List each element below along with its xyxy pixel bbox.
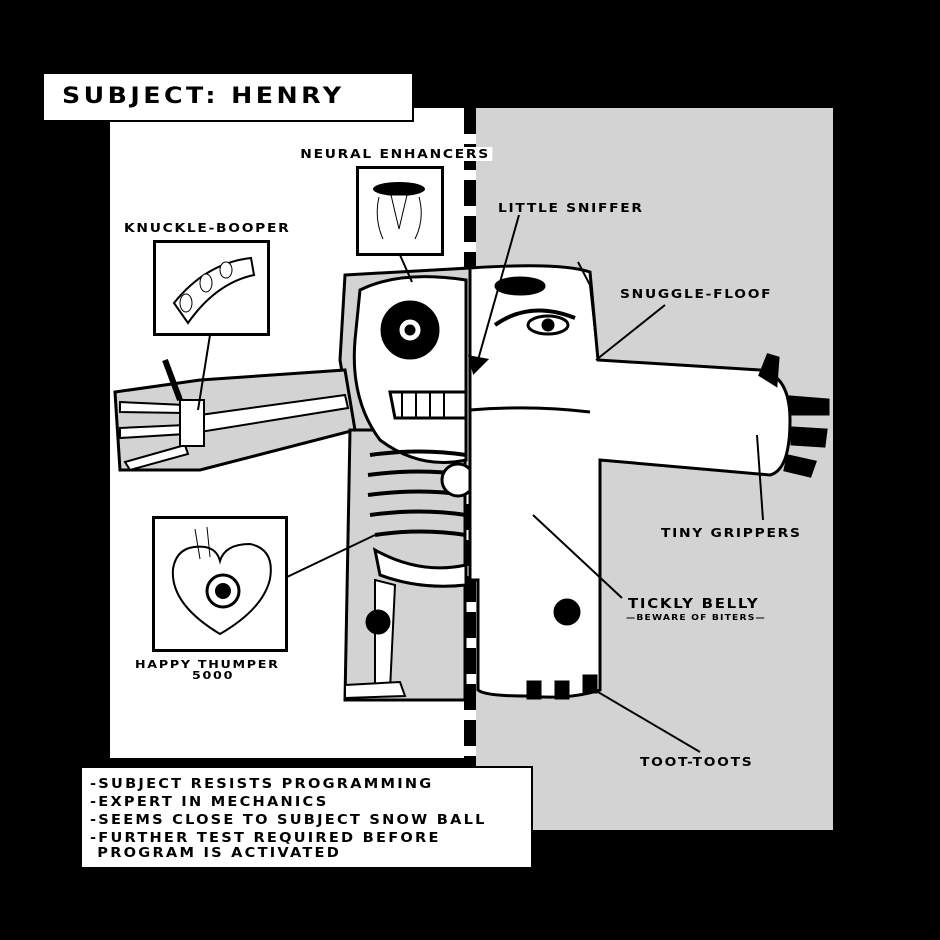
label-snuggle-floof: SNUGGLE-FLOOF bbox=[620, 287, 773, 301]
label-tickly-belly: TICKLY BELLY bbox=[628, 597, 760, 612]
leader-lines bbox=[197, 214, 764, 753]
leader-neural bbox=[399, 254, 413, 283]
leader-grippers bbox=[756, 434, 764, 521]
page-title: SUBJECT: HENRY bbox=[62, 84, 345, 109]
title-box: SUBJECT: HENRY bbox=[42, 72, 414, 122]
skeleton-half bbox=[113, 266, 476, 702]
note-line: -FURTHER TEST REQUIRED BEFORE bbox=[90, 831, 441, 846]
neural-enhancer-icon bbox=[373, 182, 425, 240]
leader-floof bbox=[595, 304, 666, 361]
knuckle-booper-icon bbox=[172, 256, 256, 325]
note-line: -EXPERT IN MECHANICS bbox=[90, 795, 329, 810]
label-toot-toots: TOOT-TOOTS bbox=[640, 755, 754, 769]
note-line: -SUBJECT RESISTS PROGRAMMING bbox=[90, 777, 434, 792]
leader-toots bbox=[597, 691, 701, 753]
leader-booper bbox=[197, 334, 211, 411]
label-tiny-grippers: TINY GRIPPERS bbox=[661, 526, 802, 540]
label-tickly-belly-warning: —BEWARE OF BITERS— bbox=[626, 613, 766, 622]
exterior-half bbox=[467, 261, 830, 700]
leader-thumper bbox=[286, 534, 376, 578]
label-happy-thumper-model: 5000 bbox=[192, 669, 235, 682]
label-knuckle-booper: KNUCKLE-BOOPER bbox=[124, 221, 291, 235]
heart-device-icon bbox=[171, 526, 272, 636]
note-line: PROGRAM IS ACTIVATED bbox=[90, 846, 342, 861]
note-line: -SEEMS CLOSE TO SUBJECT SNOW BALL bbox=[90, 813, 487, 828]
neural-enhancer-inset bbox=[356, 166, 444, 256]
label-neural-enhancers: NEURAL ENHANCERS bbox=[298, 147, 493, 161]
label-little-sniffer: LITTLE SNIFFER bbox=[498, 201, 644, 215]
neural-enhancer-plug bbox=[494, 276, 546, 296]
leader-belly bbox=[532, 514, 623, 599]
notes-box: -SUBJECT RESISTS PROGRAMMING -EXPERT IN … bbox=[80, 766, 533, 869]
leader-sniffer bbox=[477, 214, 520, 361]
knuckle-booper-inset bbox=[153, 240, 270, 336]
label-happy-thumper: HAPPY THUMPER bbox=[135, 658, 280, 671]
happy-thumper-inset bbox=[152, 516, 288, 652]
